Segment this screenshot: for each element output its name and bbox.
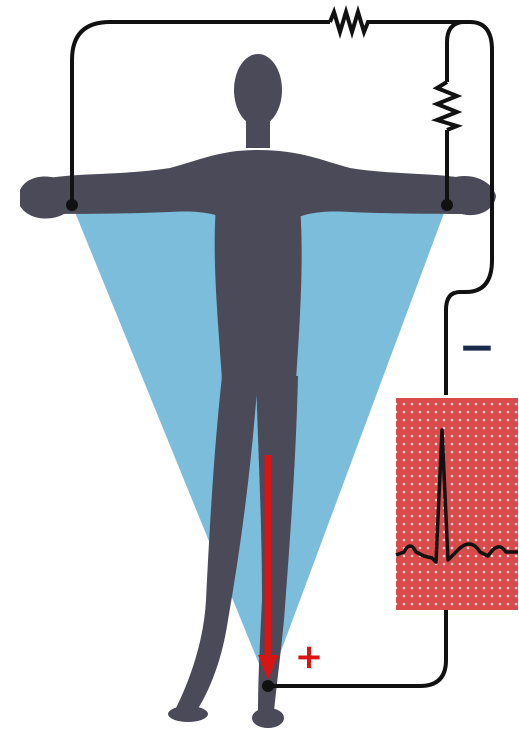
electrode-right-arm <box>66 199 78 211</box>
figure-left-foot <box>168 706 208 722</box>
figure-right-foot <box>252 708 284 728</box>
resistor-side-icon <box>437 82 457 130</box>
electrode-left-arm <box>441 199 453 211</box>
resistor-top-icon <box>330 12 372 32</box>
electrode-left-leg <box>262 680 274 692</box>
figure-head <box>234 54 282 126</box>
figure-left-hand <box>20 176 70 218</box>
figure-torso <box>215 205 302 380</box>
figure-neck <box>246 118 270 148</box>
negative-sign: − <box>459 322 496 373</box>
positive-sign: + <box>295 637 324 677</box>
figure-right-hand <box>452 176 496 215</box>
wire-right-arm-top <box>447 22 462 82</box>
ecg-grid-paper <box>396 398 518 610</box>
